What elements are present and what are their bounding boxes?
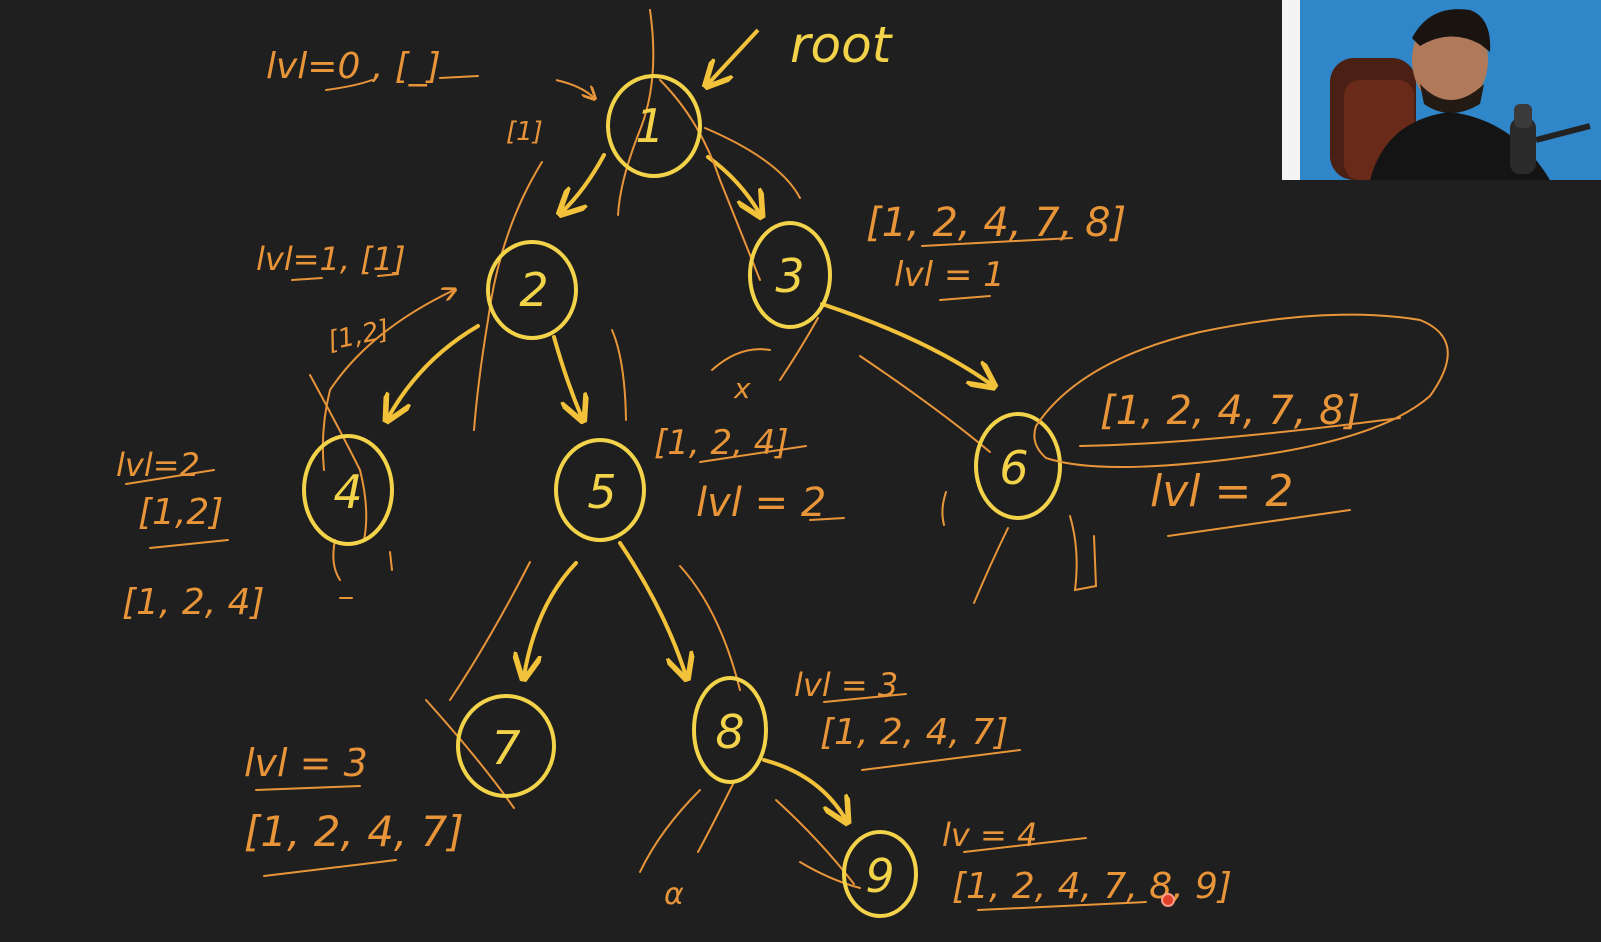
annotation-n4-level: lvl=2 <box>116 446 200 484</box>
annotation-n8-level: lvl = 3 <box>794 666 898 704</box>
annotation-n9-path: [1, 2, 4, 7, 8, 9] <box>952 866 1232 907</box>
annotation-n3-level: lvl = 1 <box>894 255 1005 295</box>
cursor-dot <box>1161 893 1175 907</box>
node-circle-8 <box>692 676 768 784</box>
edge-3-6 <box>820 302 992 385</box>
node-circle-2 <box>486 240 578 340</box>
alpha-mark: α <box>664 877 684 912</box>
annotation-n2-path: [1,2] <box>325 315 392 357</box>
edge-2-4 <box>388 324 480 418</box>
person-presenter-icon <box>1300 0 1601 180</box>
annotation-n8-path: [1, 2, 4, 7] <box>820 712 1008 753</box>
edge-1-2 <box>562 153 606 212</box>
node-circles <box>302 74 1062 918</box>
node-circle-1 <box>606 74 702 178</box>
node-label-6: 6 <box>999 441 1028 495</box>
annotation-n9-level: lv = 4 <box>942 816 1037 854</box>
node-label-5: 5 <box>587 465 616 519</box>
annotation-n2-level: lvl=1, [1] <box>256 240 406 278</box>
annotation-n3-path: [1, 2, 4, 7, 8] <box>866 200 1126 246</box>
node-circle-4 <box>302 434 394 546</box>
edge-8-9 <box>762 758 846 820</box>
annotation-n5-level: lvl = 2 <box>696 480 826 526</box>
webcam-overlay <box>1282 0 1601 180</box>
annotation-n6-path: [1, 2, 4, 7, 8] <box>1100 388 1360 434</box>
underline-strokes <box>125 75 1401 911</box>
annotation-n5-path: [1, 2, 4] <box>654 423 789 463</box>
node-label-8: 8 <box>715 705 744 759</box>
annotation-n7-level: lvl = 3 <box>244 741 368 785</box>
root-label: root <box>790 16 894 74</box>
node-circle-9 <box>842 830 918 918</box>
edge-5-8 <box>618 541 686 676</box>
node-label-4: 4 <box>333 465 362 519</box>
annotation-n6-level: lvl = 2 <box>1150 466 1293 517</box>
node-circle-5 <box>554 438 646 542</box>
node-label-1: 1 <box>635 99 664 153</box>
edge-5-7 <box>524 561 578 676</box>
node-circle-6 <box>974 412 1062 520</box>
highlight-loop <box>1033 313 1449 468</box>
node-circle-7 <box>456 694 556 798</box>
node-label-2: 2 <box>519 263 548 317</box>
null-mark: x <box>733 372 751 405</box>
node-label-7: 7 <box>491 721 520 775</box>
edge-2-5 <box>552 335 582 418</box>
node-circle-3 <box>748 221 832 329</box>
annotation-n4-path-full: [1, 2, 4] <box>122 582 265 623</box>
node-label-9: 9 <box>865 849 894 903</box>
annotation-root-path: [1] <box>506 117 543 147</box>
annotation-root-level: lvl=0 , [_] <box>266 46 441 87</box>
annotation-n7-path: [1, 2, 4, 7] <box>244 807 464 856</box>
root-pointer-arrow <box>708 28 760 84</box>
node-label-3: 3 <box>775 249 804 303</box>
annotation-n4-path: [1,2] <box>138 492 223 533</box>
